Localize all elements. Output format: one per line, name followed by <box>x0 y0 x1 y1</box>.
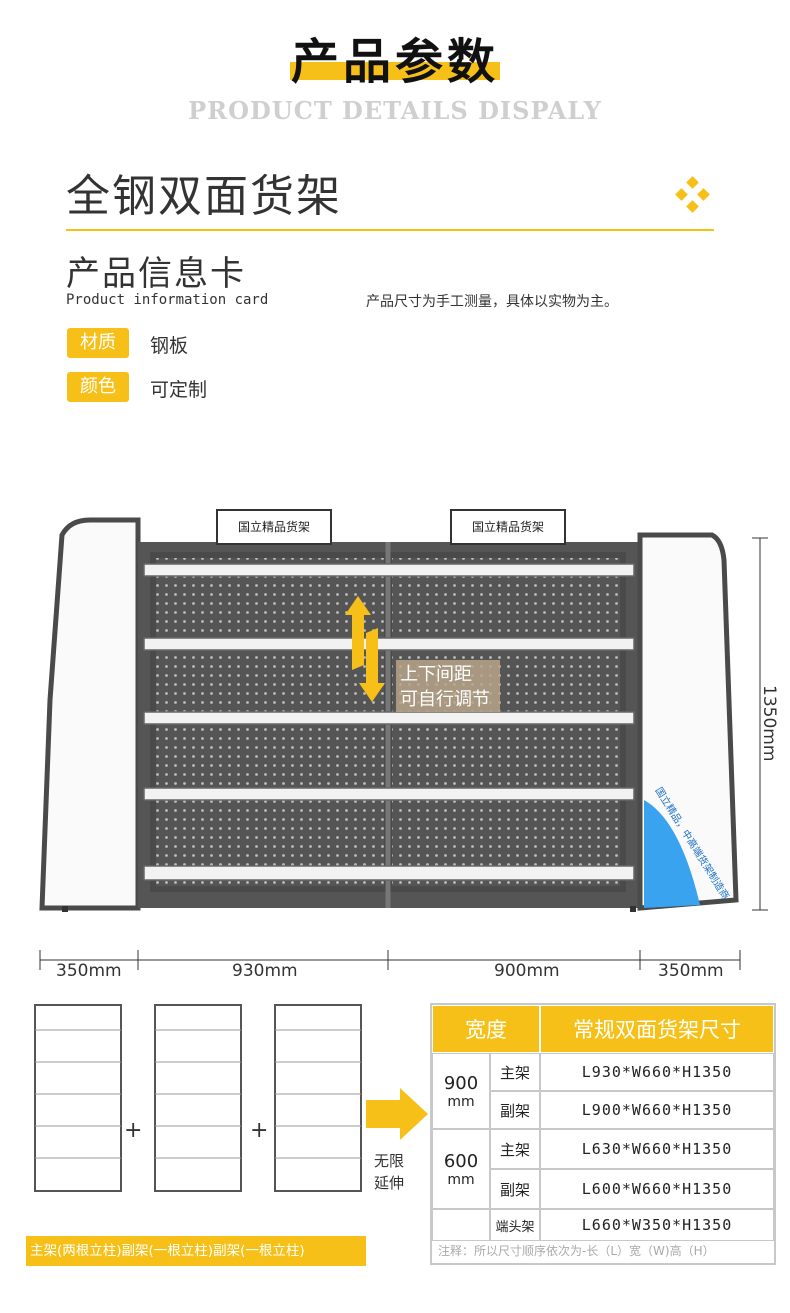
table-row-group-600: 600 mm <box>432 1129 490 1209</box>
plus-sign-2: + <box>250 1118 269 1143</box>
right-end-cap <box>637 532 739 911</box>
table-row-type: 主架 <box>490 1129 540 1169</box>
table-row-type: 端头架 <box>490 1209 540 1241</box>
end-cap-blue-panel <box>644 800 700 908</box>
table-row-size: L930*W660*H1350 <box>540 1053 774 1091</box>
size-table: 宽度 常规双面货架尺寸 900 mm 主架 L930*W660*H1350 副架… <box>430 1003 776 1265</box>
product-name: 全钢双面货架 <box>66 171 342 222</box>
adjust-line-1: 上下间距 <box>400 664 472 685</box>
height-label: 1350mm <box>759 685 779 761</box>
table-row-type: 副架 <box>490 1091 540 1129</box>
width-sub: 900mm <box>494 961 560 981</box>
page-subtitle: PRODUCT DETAILS DISPALY <box>188 96 602 125</box>
shelf-3 <box>143 711 635 725</box>
table-row-size: L600*W660*H1350 <box>540 1169 774 1209</box>
extend-line-2: 延伸 <box>374 1174 405 1192</box>
down-arrow-icon <box>359 628 385 702</box>
measurement-note: 产品尺寸为手工测量，具体以实物为主。 <box>366 294 618 310</box>
sign-right <box>450 509 566 545</box>
material-value: 钢板 <box>150 335 189 357</box>
adjust-label-bg <box>396 660 500 712</box>
title-divider <box>66 229 714 231</box>
table-row-size: L900*W660*H1350 <box>540 1091 774 1129</box>
table-row-empty <box>432 1209 490 1241</box>
group-width: 600 <box>443 1150 479 1172</box>
diamond-icon <box>673 176 713 216</box>
group-unit: mm <box>447 1093 475 1110</box>
extend-line-1: 无限 <box>374 1152 405 1170</box>
table-row-type: 主架 <box>490 1053 540 1091</box>
sub-frame-diagram-1 <box>154 1004 242 1192</box>
table-header-size: 常规双面货架尺寸 <box>540 1005 774 1053</box>
width-main: 930mm <box>232 961 298 981</box>
card-title-en: Product information card <box>66 292 269 308</box>
color-value: 可定制 <box>150 379 208 401</box>
adjust-line-2: 可自行调节 <box>400 689 490 710</box>
width-end-right: 350mm <box>658 961 724 981</box>
width-dimension <box>39 950 741 970</box>
sign-left <box>216 509 332 545</box>
shelf-1 <box>143 563 635 577</box>
group-unit: mm <box>447 1171 475 1188</box>
table-row-type: 副架 <box>490 1169 540 1209</box>
left-end-cap <box>39 517 141 911</box>
up-arrow-icon <box>345 596 371 670</box>
sub-frame-diagram-2 <box>274 1004 362 1192</box>
table-header-width: 宽度 <box>432 1005 540 1053</box>
extend-arrow-icon <box>366 1088 428 1140</box>
shelf-2 <box>143 637 635 651</box>
color-tag: 颜色 <box>67 372 129 402</box>
table-row-size: L660*W350*H1350 <box>540 1209 774 1241</box>
table-row-size: L630*W660*H1350 <box>540 1129 774 1169</box>
table-row-group-900: 900 mm <box>432 1053 490 1129</box>
assembly-diagram <box>34 1004 428 1192</box>
extend-text: 无限 延伸 <box>374 1150 404 1194</box>
group-width: 900 <box>443 1072 479 1094</box>
shelf-base <box>143 865 635 881</box>
width-end-left: 350mm <box>56 961 122 981</box>
main-frame-diagram <box>34 1004 122 1192</box>
shelf-illustration: 国立精品货架 国立精品货架 国立精品，中高端货架制造商 上下间距 可自行调节 1… <box>39 509 779 912</box>
shelf-4 <box>143 787 635 801</box>
page-title: 产品参数 <box>290 34 499 90</box>
sign-right-text: 国立精品货架 <box>472 519 544 534</box>
table-note: 注释：所以尺寸顺序依次为-长（L）宽（W)高（H） <box>438 1244 715 1258</box>
material-tag: 材质 <box>67 328 129 358</box>
sign-left-text: 国立精品货架 <box>238 519 310 534</box>
title-highlight-bar <box>290 62 500 80</box>
assembly-caption: 主架(两根立柱)副架(一根立柱)副架(一根立柱) <box>26 1236 366 1266</box>
card-title: 产品信息卡 <box>66 254 246 294</box>
plus-sign-1: + <box>124 1118 143 1143</box>
